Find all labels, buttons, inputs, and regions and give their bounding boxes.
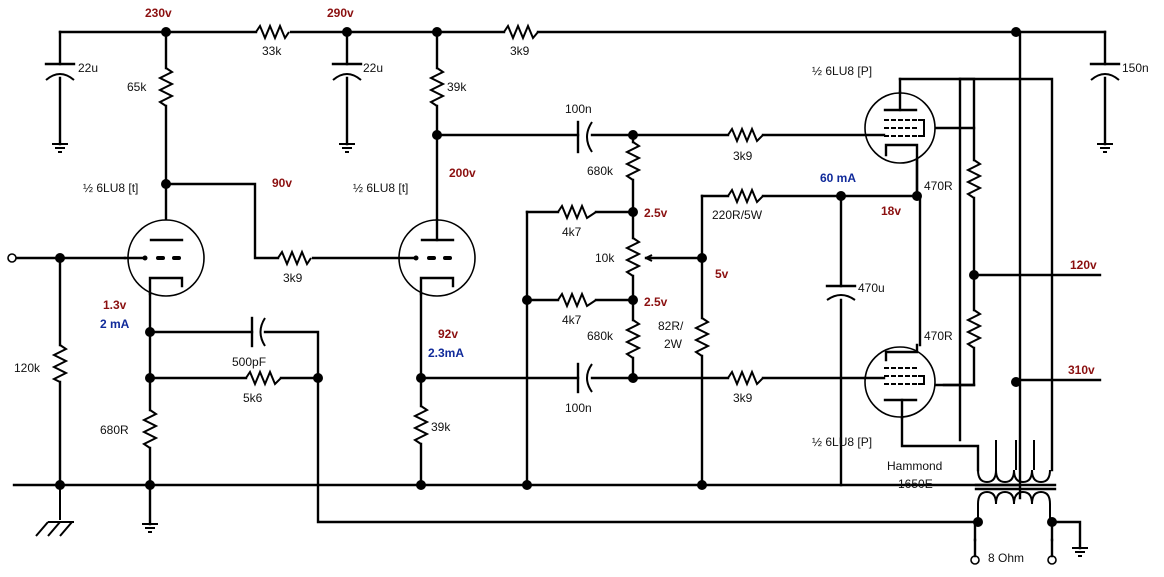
label-tube-p2: ½ 6LU8 [P] bbox=[812, 435, 872, 449]
label-220r-5w: 220R/5W bbox=[712, 208, 763, 222]
labels: 230v 290v 90v 200v 1.3v 2 mA 92v 2.3mA 2… bbox=[14, 6, 1149, 565]
pot-wiper-arrow bbox=[645, 254, 653, 262]
label-470u: 470u bbox=[858, 281, 885, 295]
voltage-1-3v: 1.3v bbox=[103, 298, 127, 312]
voltage-2-5v-bot: 2.5v bbox=[644, 295, 668, 309]
capacitor-150n bbox=[1089, 62, 1121, 81]
potentiometer-10k bbox=[624, 237, 642, 277]
chassis-ground-icon bbox=[35, 485, 74, 537]
label-33k: 33k bbox=[262, 44, 282, 58]
resistor-5k6 bbox=[245, 369, 282, 387]
current-2-3ma: 2.3mA bbox=[428, 346, 464, 360]
label-5k6: 5k6 bbox=[243, 391, 263, 405]
resistor-39k-bot bbox=[412, 405, 430, 445]
label-tube-t1: ½ 6LU8 [t] bbox=[83, 181, 138, 195]
current-60ma: 60 mA bbox=[820, 171, 856, 185]
label-82r: 82R/ bbox=[658, 319, 684, 333]
ground-icon bbox=[1072, 547, 1088, 557]
tube-p2 bbox=[863, 343, 936, 420]
resistor-39k-top bbox=[428, 67, 446, 107]
voltage-90v: 90v bbox=[272, 176, 292, 190]
tube-t1 bbox=[123, 219, 205, 297]
resistor-120k bbox=[51, 344, 69, 383]
voltage-2-5v-top: 2.5v bbox=[644, 206, 668, 220]
label-4k7: 4k7 bbox=[562, 225, 582, 239]
resistor-33k bbox=[255, 23, 290, 41]
resistor-65k bbox=[157, 67, 175, 107]
capacitor-470u bbox=[825, 284, 857, 301]
voltage-290v: 290v bbox=[327, 6, 354, 20]
voltage-230v: 230v bbox=[145, 6, 172, 20]
label-speaker-8ohm: 8 Ohm bbox=[988, 551, 1024, 565]
resistor-680k-bot bbox=[624, 319, 642, 359]
ground-icon bbox=[142, 523, 158, 533]
label-3k9: 3k9 bbox=[733, 391, 753, 405]
wires bbox=[12, 30, 1107, 550]
resistor-3k9-stopper bbox=[277, 249, 312, 267]
resistor-3k9-grid-top bbox=[727, 126, 764, 144]
tube-p1 bbox=[864, 90, 936, 198]
output-transformer bbox=[974, 440, 1057, 522]
current-2ma: 2 mA bbox=[100, 317, 130, 331]
label-65k: 65k bbox=[127, 80, 147, 94]
label-3k9-stopper-text: 3k9 bbox=[283, 271, 303, 285]
label-22u: 22u bbox=[363, 61, 383, 75]
resistor-4k7-top bbox=[557, 203, 597, 221]
label-tube-t2: ½ 6LU8 [t] bbox=[353, 181, 408, 195]
label-3k9: 3k9 bbox=[510, 44, 530, 58]
label-2w: 2W bbox=[664, 337, 683, 351]
resistor-470r-top bbox=[965, 159, 983, 199]
label-22u: 22u bbox=[78, 61, 98, 75]
ground-icon bbox=[339, 143, 355, 153]
resistor-3k9-top bbox=[503, 23, 539, 41]
voltage-18v: 18v bbox=[881, 204, 901, 218]
grounds bbox=[35, 143, 1113, 557]
resistors bbox=[51, 23, 983, 449]
voltage-92v: 92v bbox=[438, 327, 458, 341]
ground-icon bbox=[1097, 143, 1113, 153]
label-500pf: 500pF bbox=[232, 355, 266, 369]
voltage-5v: 5v bbox=[715, 267, 729, 281]
terminals bbox=[7, 253, 1057, 565]
tube-t2 bbox=[398, 218, 476, 297]
resistor-3k9-grid-bot bbox=[727, 369, 764, 387]
resistor-4k7-bot bbox=[557, 291, 597, 309]
label-680k: 680k bbox=[587, 329, 614, 343]
capacitor-100n-bot bbox=[576, 362, 593, 394]
label-100n: 100n bbox=[565, 102, 592, 116]
label-3k9: 3k9 bbox=[733, 149, 753, 163]
label-hammond: Hammond bbox=[887, 459, 942, 473]
label-470r: 470R bbox=[924, 179, 953, 193]
voltage-310v: 310v bbox=[1068, 363, 1095, 377]
input-terminal bbox=[7, 253, 17, 263]
capacitor-22u-a bbox=[44, 62, 76, 81]
capacitor-100n-top bbox=[576, 120, 593, 154]
resistor-680r bbox=[141, 409, 159, 449]
voltage-120v: 120v bbox=[1070, 258, 1097, 272]
voltage-200v: 200v bbox=[449, 166, 476, 180]
label-tube-p1: ½ 6LU8 [P] bbox=[812, 64, 872, 78]
label-680r: 680R bbox=[100, 423, 129, 437]
capacitor-22u-b bbox=[331, 62, 363, 81]
label-120k: 120k bbox=[14, 361, 41, 375]
capacitor-500pf bbox=[250, 316, 266, 348]
resistor-680k-top bbox=[624, 141, 642, 181]
ground-icon bbox=[52, 143, 68, 153]
capacitors bbox=[44, 62, 1121, 394]
label-1650e: 1650E bbox=[898, 477, 933, 491]
label-680k: 680k bbox=[587, 164, 614, 178]
label-150n: 150n bbox=[1122, 61, 1149, 75]
label-470r: 470R bbox=[924, 329, 953, 343]
junctions bbox=[55, 27, 1057, 527]
label-10k: 10k bbox=[595, 251, 615, 265]
resistor-470r-bot bbox=[965, 309, 983, 349]
label-4k7: 4k7 bbox=[562, 313, 582, 327]
label-39k: 39k bbox=[447, 80, 467, 94]
label-39k: 39k bbox=[431, 420, 451, 434]
resistor-220r bbox=[727, 187, 764, 205]
label-100n: 100n bbox=[565, 401, 592, 415]
resistor-82r bbox=[693, 317, 711, 357]
